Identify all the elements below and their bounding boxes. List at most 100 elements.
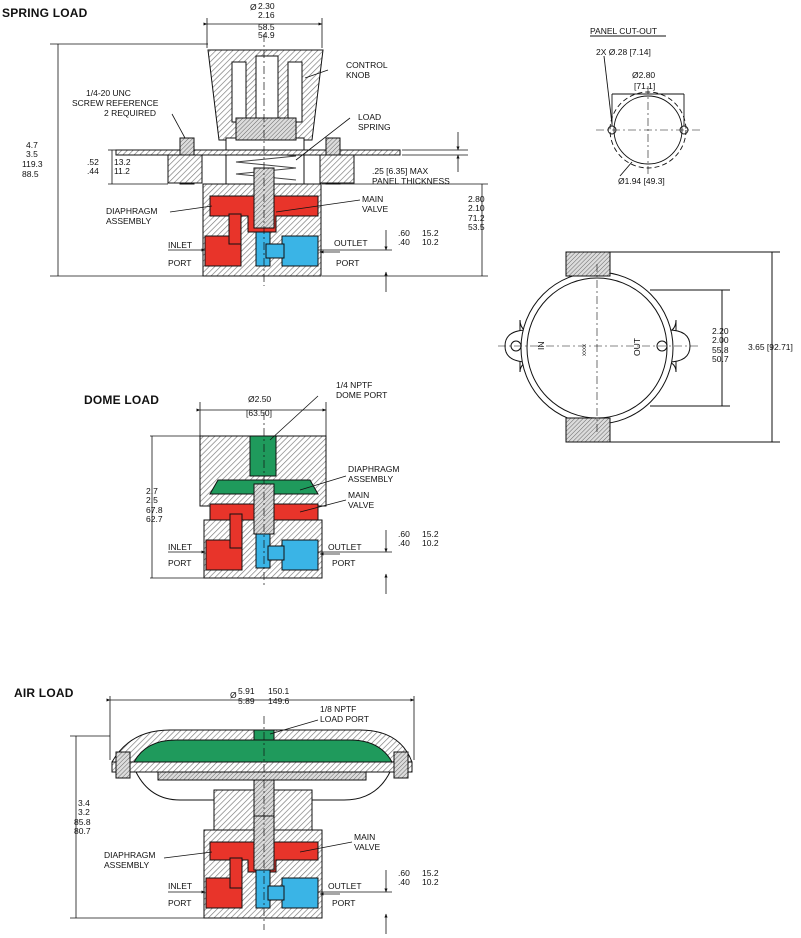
dome-h-mm-a: 67.8 [146,505,163,515]
label-main-valve-1: MAIN [362,194,383,204]
spring-dia-in-a: 2.30 [258,1,275,11]
dome-diaphragm-2: ASSEMBLY [348,474,394,484]
spring-dimensions [50,18,488,292]
dome-outlet-1: OUTLET [328,542,362,552]
spring-h-mm-b: 88.5 [22,169,39,179]
dome-inlet-2: PORT [168,558,191,568]
air-main-valve-1: MAIN [354,832,375,842]
dome-port-1: 1/4 NPTF [336,380,372,390]
spring-load-section [115,34,401,286]
air-port-mm-a: 15.2 [422,868,439,878]
air-outlet-2: PORT [332,898,355,908]
spring-flange-in-b: .44 [87,166,99,176]
spring-flange-mm-b: 11.2 [114,166,130,176]
top-view [498,251,780,443]
dome-load-section [199,412,327,588]
spring-port-in-b: .40 [398,237,410,247]
panel-holes: 2X Ø.28 [7.14] [596,47,651,57]
spring-h2-in-a: 2.80 [468,194,485,204]
top-view-w-mm-a: 55.8 [712,345,729,355]
section-title-air-load: AIR LOAD [14,686,74,700]
top-view-w-mm-b: 50.7 [712,354,729,364]
label-outlet-1: OUTLET [334,238,368,248]
dome-port-mm-a: 15.2 [422,529,439,539]
dome-port-in-a: .60 [398,529,410,539]
label-load-spring-2: SPRING [358,122,391,132]
dome-outlet-blue [281,539,319,571]
dome-main-valve-1: MAIN [348,490,369,500]
air-diaphragm-1: DIAPHRAGM [104,850,155,860]
dome-dimensions [150,395,392,594]
spring-text: Ø 2.30 2.16 58.5 54.9 CONTROL KNOB LOAD … [22,1,485,268]
air-outlet-blue [281,877,319,909]
panel-bore: Ø1.94 [49.3] [618,176,665,186]
air-port-2: LOAD PORT [320,714,369,724]
dome-inlet-1: INLET [168,542,192,552]
label-control-knob-2: KNOB [346,70,370,80]
air-inlet-1: INLET [168,881,192,891]
air-port-in-b: .40 [398,877,410,887]
label-main-valve-2: VALVE [362,204,388,214]
air-h-in-a: 3.4 [78,798,90,808]
panel-text: PANEL CUT-OUT 2X Ø.28 [7.14] Ø2.80 [71.1… [590,26,665,186]
spring-h2-in-b: 2.10 [468,203,485,213]
dome-dia-mm: [63.50] [246,408,272,418]
air-dia-in-b: 5.89 [238,696,255,706]
top-view-clamp-bottom [565,417,611,443]
spring-h2-mm-b: 53.5 [468,222,485,232]
outlet-port-blue [281,235,319,267]
air-dia-symbol: Ø [230,690,237,700]
spring-h-in-a: 4.7 [26,140,38,150]
top-view-overall: 3.65 [92.71] [748,342,793,352]
air-diaphragm-2: ASSEMBLY [104,860,150,870]
dome-diaphragm-1: DIAPHRAGM [348,464,399,474]
section-title-dome-load: DOME LOAD [84,393,160,407]
air-dimensions [70,696,415,934]
air-dia-mm-b: 149.6 [268,696,290,706]
label-control-knob-1: CONTROL [346,60,388,70]
air-bolt-left [115,751,131,779]
spring-dia-symbol: Ø [250,2,257,12]
dome-h-mm-b: 62.7 [146,514,163,524]
air-bolt-right [393,751,409,779]
spring-dia-mm-b: 54.9 [258,30,275,40]
panel-bolt-circle-mm: [71.1] [634,81,655,91]
top-view-w-in-a: 2.20 [712,326,729,336]
dome-h-in-b: 2.5 [146,495,158,505]
label-inlet-2: PORT [168,258,191,268]
top-view-out: OUT [632,338,642,356]
panel-bolt-circle: Ø2.80 [632,70,655,80]
spring-h-mm-a: 119.3 [22,159,43,169]
spring-flange-in-a: .52 [87,157,99,167]
top-view-in: IN [536,342,546,351]
label-diaphragm-2: ASSEMBLY [106,216,152,226]
air-port-mm-b: 10.2 [422,877,439,887]
air-h-mm-a: 85.8 [74,817,91,827]
dome-port-in-b: .40 [398,538,410,548]
spring-port-in-a: .60 [398,228,410,238]
air-dia-in-a: 5.91 [238,686,255,696]
label-screw-ref-2: SCREW REFERENCE [72,98,159,108]
top-view-clamp-top [565,251,611,277]
air-h-mm-b: 80.7 [74,826,91,836]
dome-port-mm-b: 10.2 [422,538,439,548]
label-screw-ref-1: 1/4-20 UNC [86,88,131,98]
air-outlet-1: OUTLET [328,881,362,891]
dome-port-2: DOME PORT [336,390,387,400]
air-port-1: 1/8 NPTF [320,704,356,714]
dome-dia: Ø2.50 [248,394,271,404]
label-load-spring-1: LOAD [358,112,381,122]
top-view-text: IN OUT xxxx 2.20 2.00 55.8 50.7 3.65 [92… [536,326,793,364]
spring-flange-mm-a: 13.2 [114,157,131,167]
label-outlet-2: PORT [336,258,359,268]
panel-cutout [590,35,702,177]
panel-plate [115,149,401,156]
air-diaphragm-green [133,739,393,763]
air-port-in-a: .60 [398,868,410,878]
panel-title: PANEL CUT-OUT [590,26,657,36]
top-view-center-mark: xxxx [582,344,588,356]
label-panel-thickness-2: PANEL THICKNESS [372,176,450,186]
spring-dia-mm-a: 58.5 [258,22,275,32]
